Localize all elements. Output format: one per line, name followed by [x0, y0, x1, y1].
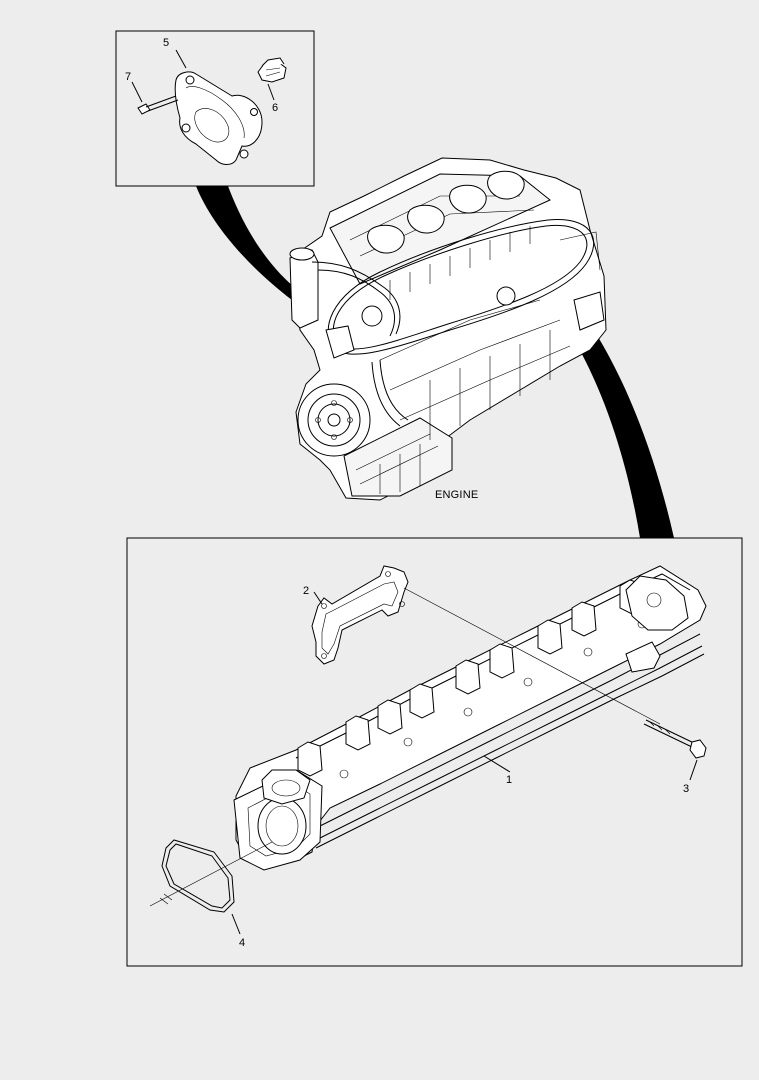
callout-4: 4	[239, 937, 245, 949]
callout-5: 5	[163, 37, 169, 49]
callout-7: 7	[125, 71, 131, 83]
centerline-gasket	[403, 587, 661, 725]
engine-illustration[interactable]	[289, 157, 607, 501]
engine-label: ENGINE	[435, 489, 478, 501]
leader-line-5	[175, 49, 187, 69]
gasket-part-2[interactable]	[311, 565, 409, 665]
callout-6: 6	[272, 102, 278, 114]
detail-leader-band-top	[196, 186, 300, 300]
detail-leader-band-bottom	[540, 280, 674, 538]
leader-line-3	[689, 759, 698, 781]
leader-line-4	[231, 913, 241, 935]
callout-1: 1	[506, 774, 512, 786]
bolt-part-3[interactable]	[643, 719, 707, 759]
callout-3: 3	[683, 783, 689, 795]
sensor-plug-part-6[interactable]	[257, 57, 287, 83]
seal-ring-part-4[interactable]	[161, 839, 235, 913]
seal-centerline-marker	[159, 893, 173, 905]
leader-line-1	[483, 755, 511, 773]
leader-line-7	[131, 81, 143, 103]
centerline-seal	[149, 841, 273, 907]
intake-manifold-part-1[interactable]	[233, 565, 707, 871]
leader-line-2	[313, 591, 323, 605]
leader-line-6	[267, 83, 275, 101]
cover-plate-part-5[interactable]	[174, 71, 263, 165]
bolt-part-7[interactable]	[137, 95, 179, 115]
callout-2: 2	[303, 585, 309, 597]
